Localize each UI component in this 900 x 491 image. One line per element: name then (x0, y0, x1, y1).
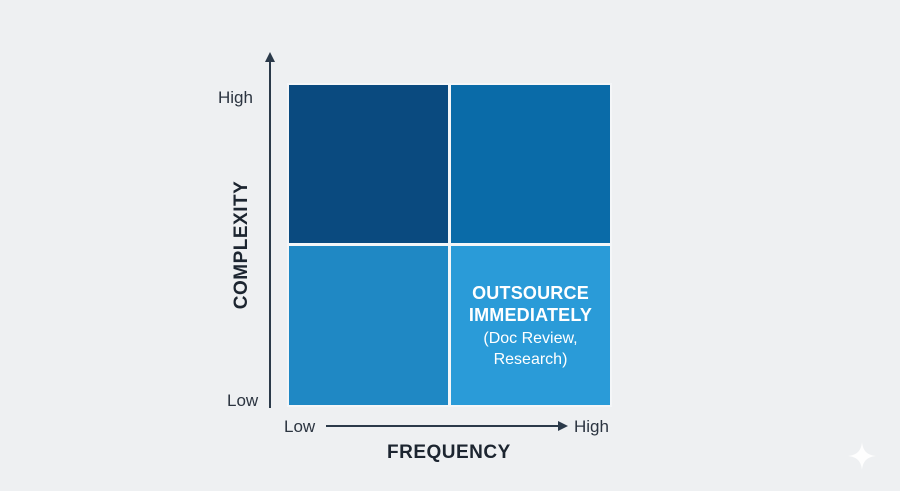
quadrant-subtitle-line2: Research) (493, 350, 568, 368)
x-tick-low: Low (284, 417, 316, 436)
x-tick-high: High (574, 417, 609, 436)
quadrant-title-line2: IMMEDIATELY (468, 304, 593, 325)
y-axis-title: COMPLEXITY (231, 180, 252, 310)
y-tick-high: High (218, 88, 253, 107)
x-axis-title: FREQUENCY (387, 442, 511, 463)
quadrant-top-right (451, 85, 610, 243)
quadrant-bottom-left (289, 246, 448, 405)
sparkle-icon (848, 442, 876, 470)
quadrant-bottom-right: OUTSOURCE IMMEDIATELY (Doc Review, Resea… (451, 246, 610, 405)
quadrant-subtitle-line1: (Doc Review, (483, 329, 578, 347)
y-tick-low: Low (227, 391, 259, 410)
quadrant-top-left (289, 85, 448, 243)
quadrant-title-line1: OUTSOURCE (472, 282, 589, 303)
quadrant-matrix: OUTSOURCE IMMEDIATELY (Doc Review, Resea… (287, 83, 612, 407)
